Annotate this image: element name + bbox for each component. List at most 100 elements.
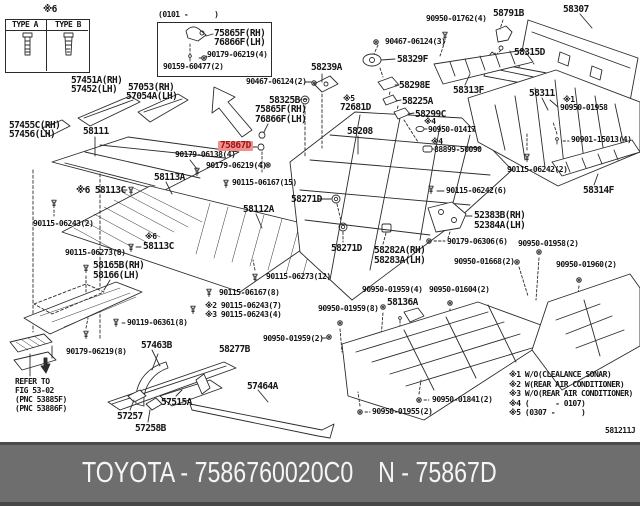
part-label[interactable]: 90179-06138(4) [175,150,236,159]
part-label[interactable]: 76866F(LH) [255,114,307,125]
part-label[interactable]: ※4 [424,117,436,126]
part-label[interactable]: 90179-06219(4) [206,161,267,170]
bracket-58277[interactable] [135,353,169,407]
part-label[interactable]: 58313F [453,85,484,96]
part-label[interactable]: 58315D [514,47,545,58]
crossmember-57451[interactable] [77,95,141,127]
part-label[interactable]: 57463B [141,340,172,351]
part-label[interactable]: 58166(LH) [93,270,140,281]
part-label[interactable]: 90950-01959(2) [263,334,324,343]
part-label[interactable]: 58329F [397,54,428,65]
part-label[interactable]: ※6 58113C [76,185,126,196]
part-label[interactable]: 52383B(RH) [474,210,526,221]
part-label[interactable]: 90950-01604(2) [429,285,490,294]
bracket-57455[interactable] [41,119,71,137]
part-label[interactable]: 58271D [331,243,362,254]
part-label[interactable]: 90115-06242(6) [446,186,507,195]
part-label[interactable]: 90950-01958 [560,103,608,112]
part-label[interactable]: 57258B [135,423,166,434]
part-label[interactable]: 57456(LH) [9,129,56,140]
part-label[interactable]: 57054A(LH) [126,91,178,102]
part-label[interactable]: 90115-06243(2) [33,219,94,228]
part-label[interactable]: 90950-01960(2) [556,260,617,269]
part-label[interactable]: 90950-01668(2) [454,257,515,266]
selected-part-label[interactable]: 75867D [218,140,253,151]
part-label[interactable]: 76866F(LH) [214,37,266,48]
part-label[interactable]: 58239A [311,62,342,73]
part-label[interactable]: 72681D [340,102,371,113]
bracket-57258[interactable] [145,397,163,423]
bracket-58239[interactable] [313,73,339,149]
part-label[interactable]: 90115-06273(12) [266,272,331,281]
part-label[interactable]: 58112A [243,204,274,215]
part-label[interactable]: 58298E [399,80,430,91]
part-label[interactable]: 90950-01959(4) [362,285,423,294]
part-label[interactable]: 58136A [387,297,418,308]
part-label[interactable]: 58314F [583,185,614,196]
part-label[interactable]: 58111 [83,126,109,137]
brace-58314[interactable] [551,139,640,186]
part-label[interactable]: 90179-06219(8) [66,347,127,356]
rear-under-tray-right[interactable] [531,273,640,391]
part-label[interactable]: ※1 [563,95,575,104]
part-label[interactable]: 52384A(LH) [474,220,526,231]
rear-under-tray-left[interactable] [341,301,561,421]
part-label[interactable]: 58277B [219,344,250,355]
part-label[interactable]: 58283A(LH) [374,255,426,266]
part-label[interactable]: 90115-06167(15) [232,178,297,187]
part-label[interactable]: 57515A [161,397,192,408]
brace-58313[interactable] [433,49,534,86]
part-label[interactable]: 90115-06273(8) [65,248,126,257]
part-label[interactable]: 58208 [347,126,373,137]
bracket-52383[interactable] [427,201,473,233]
part-label[interactable]: 75865F(RH) [214,28,266,39]
front-floor-panel-58111[interactable] [51,136,240,192]
part-label[interactable]: 58282A(RH) [374,245,426,256]
part-label[interactable]: 90950-01958(2) [518,239,579,248]
part-label[interactable]: ※2 90115-06243(7) [205,301,282,310]
part-label[interactable]: 90950-01417 [428,125,476,134]
part-label[interactable]: 90467-06124(3) [385,37,446,46]
part-label[interactable]: 90950-01762(4) [426,14,487,23]
bracket-57515[interactable] [159,373,223,407]
part-label[interactable]: ※6 [145,232,157,241]
part-label[interactable]: 57464A [247,381,278,392]
part-label[interactable]: 58791B [493,8,524,19]
part-label[interactable]: 88899-50090 [434,145,482,154]
center-floor-pan-58208[interactable] [289,111,513,301]
part-label[interactable]: 58113C [143,241,174,252]
part-label[interactable]: 58311 [529,88,555,99]
part-label[interactable]: 57455C(RH) [9,120,61,131]
part-label[interactable]: 90115-06242(2) [507,165,568,174]
part-label[interactable]: 58165B(RH) [93,260,145,271]
part-label[interactable]: ※3 90115-06243(4) [205,310,282,319]
clip-58299[interactable] [393,107,415,120]
clamp-75867-selected[interactable] [252,143,265,173]
part-label[interactable]: 58225A [402,96,433,107]
part-label[interactable]: 90950-01959(8) [318,304,379,313]
part-label[interactable]: 90115-06167(8) [219,288,280,297]
part-label[interactable]: 57451A(RH) [71,75,123,86]
clip-58225[interactable] [382,94,402,106]
part-label[interactable]: ※5 [343,94,355,103]
bracket-58298[interactable] [377,76,400,91]
part-label[interactable]: 90467-06124(2) [246,77,307,86]
part-label[interactable]: 58271D [291,194,322,205]
bracket-58329[interactable] [362,53,396,67]
part-label[interactable]: ※4 [431,137,443,146]
bracket-57257[interactable] [127,389,147,411]
part-label[interactable]: 90119-06361(8) [127,318,188,327]
part-label[interactable]: 58307 [563,4,589,15]
part-label[interactable]: 90950-01955(2) [372,407,433,416]
part-label[interactable]: 90179-06306(6) [447,237,508,246]
crossmember-57053[interactable] [137,93,189,123]
part-label[interactable]: 57053(RH) [128,82,175,93]
sill-strip-57464[interactable] [189,389,335,439]
part-label[interactable]: 58299C [415,109,446,120]
part-label[interactable]: 75865F(RH) [255,104,307,115]
part-label[interactable]: 58325B [269,95,300,106]
part-label[interactable]: 90901-15013(4) [571,135,632,144]
part-label[interactable]: 90159-60477(2) [163,62,224,71]
under-cover-58165[interactable] [23,279,143,335]
part-label[interactable]: 90179-06219(4) [207,50,268,59]
